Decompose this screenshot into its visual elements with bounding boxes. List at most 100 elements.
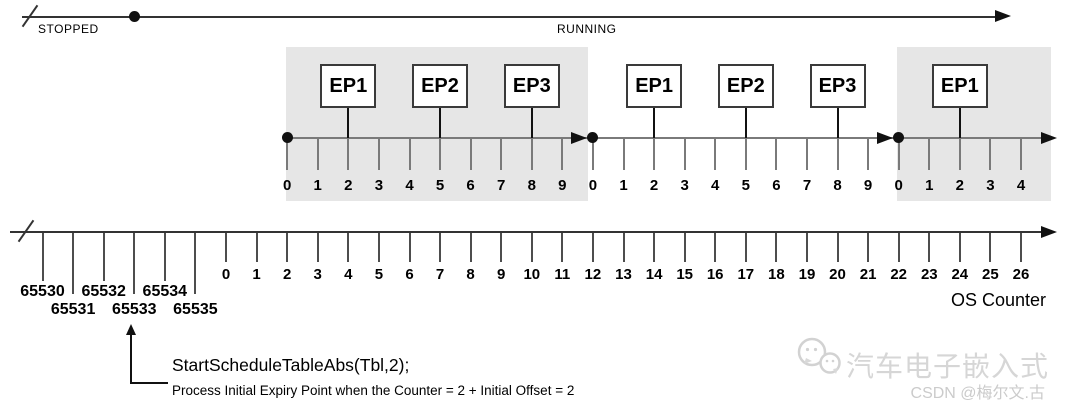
schedule-tick [408,139,411,170]
schedule-tick [1020,139,1022,170]
schedule-tick-label: 0 [588,177,598,194]
schedule-tick-label: 4 [1016,177,1026,194]
expiry-point-box: EP3 [809,64,866,108]
os-counter-tick-label: 18 [768,266,785,283]
schedule-tick-label: 2 [955,177,964,194]
schedule-timeline-arrowhead-icon [1041,132,1057,144]
schedule-tick [683,139,686,170]
os-counter-tick [897,233,900,262]
schedule-tick [958,139,961,170]
schedule-tick-label: 9 [558,177,567,194]
schedule-tick [316,139,319,170]
os-counter-tick-label: 26 [1012,266,1030,283]
schedule-tick-label: 5 [435,177,445,194]
os-counter-tick-label: 23 [920,266,938,283]
os-counter-tick-label: 19 [798,266,816,283]
os-counter-tick-label: 22 [890,266,908,283]
expiry-point-box: EP2 [717,64,774,108]
schedule-tick [591,139,594,170]
expiry-point-connector [530,108,533,138]
schedule-tick-label: 8 [833,177,842,194]
schedule-tick [347,139,350,170]
expiry-point-connector [836,108,839,138]
annotation-description-text: Process Initial Expiry Point when the Co… [172,383,575,398]
expiry-point-connector [439,108,441,138]
expiry-point-box: EP1 [320,64,377,108]
watermark-credit-text: CSDN @梅尔文.古 [910,385,1045,402]
schedule-tick [867,139,870,170]
os-counter-tick-label: 10 [523,266,541,283]
os-counter-tick [408,233,411,262]
os-counter-tick [958,233,961,262]
os-counter-tick-label: 16 [706,266,724,283]
watermark-brand-text: 汽车电子嵌入式 [846,351,1050,382]
schedule-tick [928,139,931,170]
os-counter-tick [653,233,656,262]
os-counter-tick-label: 5 [374,266,384,283]
annotation-arrowhead-up-icon [126,324,136,335]
os-counter-wrap-tick [133,233,136,294]
state-timeline-arrowhead-icon [995,10,1011,22]
schedule-tick-label: 8 [527,177,536,194]
schedule-tick-label: 1 [313,177,322,194]
os-counter-tick-label: 1 [252,266,261,283]
expiry-point-connector [744,108,747,138]
state-timeline-line [22,16,998,18]
schedule-tick-label: 2 [649,177,659,194]
schedule-tick [989,139,992,170]
schedule-start-dot [281,132,293,143]
expiry-point-connector [347,108,350,138]
schedule-tick [653,139,656,170]
os-counter-tick-label: 9 [497,266,506,283]
stopped-label: STOPPED [38,22,99,36]
os-counter-tick-label: 24 [951,266,969,283]
os-counter-tick [255,233,258,262]
os-counter-tick-label: 0 [221,266,231,283]
os-counter-wrap-tick [163,233,166,281]
annotation-arrow-vertical-line [130,333,132,384]
schedule-tick-label: 3 [374,177,384,194]
os-counter-tick [928,233,931,262]
os-counter-wrap-label: 65533 [112,301,157,318]
schedule-tick-label: 1 [925,177,934,194]
schedule-tick-label: 2 [344,177,353,194]
schedule-start-dot [587,132,599,143]
os-counter-tick-label: 8 [466,266,475,283]
os-counter-tick-label: 25 [982,266,999,283]
schedule-tick [836,139,839,170]
schedule-tick [622,139,625,170]
os-counter-wrap-tick [72,233,75,294]
schedule-tick [286,139,289,170]
schedule-tick-label: 0 [894,177,903,194]
os-counter-tick-label: 17 [737,266,755,283]
os-counter-wrap-tick [102,233,105,281]
schedule-tick-label: 6 [772,177,781,194]
os-counter-tick-label: 11 [554,266,571,283]
schedule-tick-label: 4 [405,177,414,194]
annotation-api-call-text: StartScheduleTableAbs(Tbl,2); [172,355,410,375]
os-counter-arrowhead-icon [1041,226,1057,238]
os-counter-tick [347,233,350,262]
schedule-tick [530,139,533,170]
schedule-tick [469,139,472,170]
os-counter-tick [683,233,686,262]
schedule-tick [500,139,503,170]
schedule-tick-label: 1 [619,177,628,194]
os-counter-tick [286,233,289,262]
schedule-tick [897,139,900,170]
os-counter-tick-label: 15 [676,266,694,283]
wechat-icon [797,337,841,374]
os-counter-wrap-label: 65535 [173,301,218,318]
os-counter-tick [836,233,839,262]
annotation-arrow-horizontal-line [130,382,168,384]
schedule-tick-label: 6 [466,177,475,194]
schedule-tick-label: 7 [497,177,506,194]
state-transition-dot [129,11,140,22]
schedule-tick-label: 4 [711,177,720,194]
os-counter-wrap-label: 65530 [20,283,65,300]
os-counter-wrap-tick [194,233,197,294]
schedule-timeline-line [286,137,1042,139]
os-counter-tick-label: 4 [344,266,353,283]
expiry-point-box: EP3 [503,64,560,108]
